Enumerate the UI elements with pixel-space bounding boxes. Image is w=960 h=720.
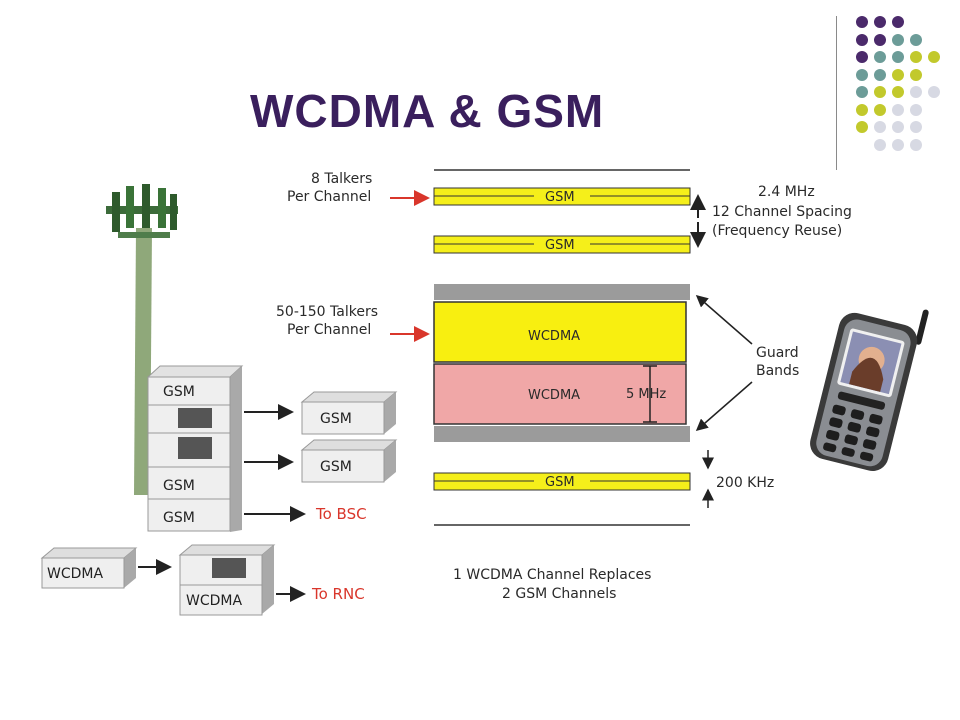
wcdma-band-upper-label: WCDMA <box>528 329 580 344</box>
guard-band-bottom <box>434 426 690 442</box>
to-rnc-label: To RNC <box>311 585 365 603</box>
rack-gsm-bottom-label: GSM <box>163 510 195 526</box>
slide-title: WCDMA & GSM <box>250 85 605 137</box>
spacing-line3: (Frequency Reuse) <box>712 223 842 239</box>
decorative-divider-line <box>836 16 837 170</box>
gsm-output-box-1 <box>300 391 398 435</box>
rack-gsm-mid-label: GSM <box>163 478 195 494</box>
talkers-wcdma-line1: 50-150 Talkers <box>276 304 378 320</box>
mobile-phone-icon <box>810 309 929 471</box>
guard-bands-line2: Bands <box>756 363 799 379</box>
wcdma-right-box-label: WCDMA <box>186 593 242 609</box>
khz-label: 200 KHz <box>716 475 774 491</box>
guard-band-top <box>434 284 690 300</box>
gsm-band-2-label: GSM <box>545 238 575 253</box>
spacing-line1: 2.4 MHz <box>758 184 815 200</box>
wcdma-band-upper <box>433 301 687 363</box>
wcdma-left-box <box>40 547 138 589</box>
guard-arrow-bottom <box>695 381 753 431</box>
gsm-band-1-label: GSM <box>545 190 575 205</box>
gsm-output-box-2 <box>300 439 398 483</box>
gsm-output-box-2-label: GSM <box>320 459 352 475</box>
spacing-line2: 12 Channel Spacing <box>712 204 852 220</box>
gsm-band-3-label: GSM <box>545 475 575 490</box>
talkers-wcdma-line2: Per Channel <box>287 322 371 338</box>
caption-line2: 2 GSM Channels <box>502 586 616 602</box>
five-mhz-label: 5 MHz <box>626 387 666 402</box>
wcdma-right-box <box>178 544 276 616</box>
talkers-gsm-line2: Per Channel <box>287 189 371 205</box>
gsm-equipment-rack <box>146 365 244 532</box>
decorative-dots <box>856 16 940 151</box>
guard-arrow-top <box>695 295 753 345</box>
caption-line1: 1 WCDMA Channel Replaces <box>453 567 651 583</box>
talkers-gsm-line1: 8 Talkers <box>311 171 372 187</box>
to-bsc-label: To BSC <box>315 505 367 523</box>
wcdma-band-lower-label: WCDMA <box>528 388 580 403</box>
wcdma-left-box-label: WCDMA <box>47 566 103 582</box>
guard-bands-line1: Guard <box>756 345 799 361</box>
rack-gsm-top-label: GSM <box>163 384 195 400</box>
gsm-output-box-1-label: GSM <box>320 411 352 427</box>
wcdma-band-lower <box>433 363 687 425</box>
